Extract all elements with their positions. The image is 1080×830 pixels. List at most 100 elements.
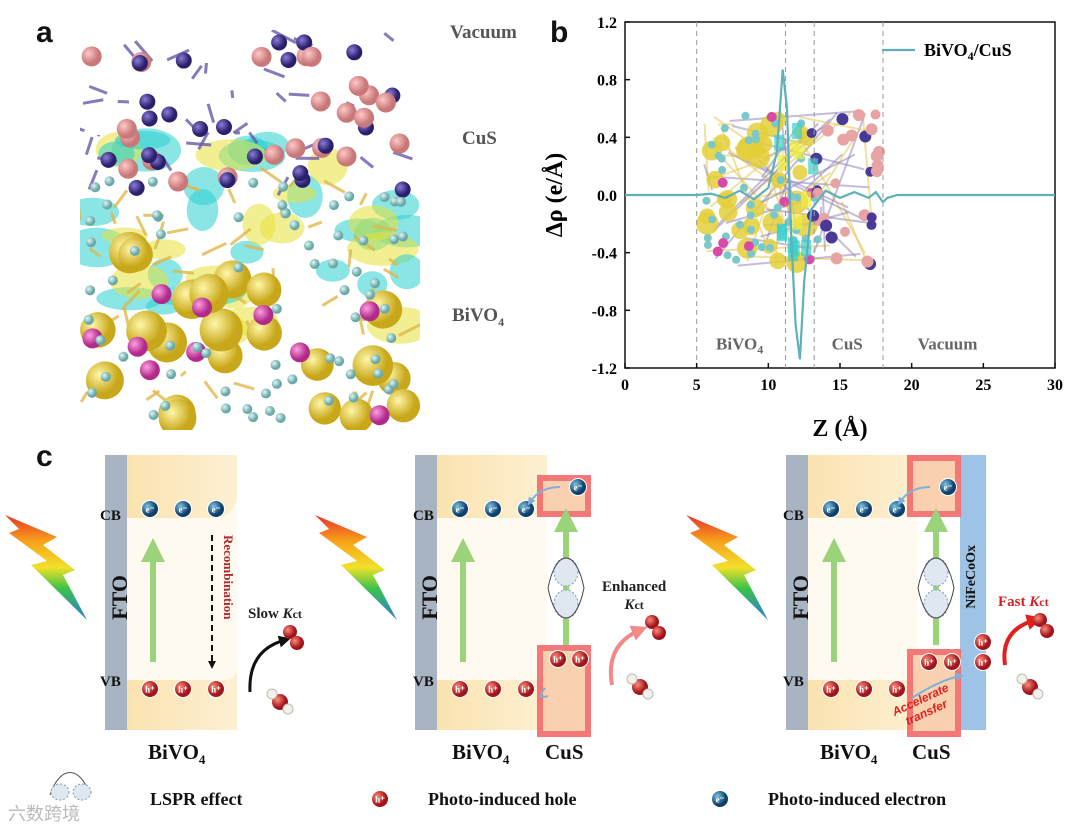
o-atom <box>370 354 381 365</box>
o-atom <box>351 266 362 277</box>
o-atom <box>160 400 171 411</box>
s-atom <box>215 118 232 135</box>
o-atom <box>358 235 369 246</box>
o-atom <box>303 240 314 251</box>
s-atom <box>280 51 297 68</box>
cu-atom <box>264 144 285 165</box>
cu-atom <box>348 75 369 96</box>
o-atom <box>220 386 231 397</box>
s-atom <box>141 147 158 164</box>
o-atom <box>793 193 802 202</box>
recombination-label: Recombination <box>221 535 236 620</box>
bond <box>248 131 259 145</box>
s-atom <box>394 181 411 198</box>
o-atom <box>278 181 289 192</box>
bond <box>112 189 129 209</box>
o-atom <box>389 234 400 245</box>
cus-atom <box>836 113 849 126</box>
bi-atom <box>769 252 787 270</box>
cus-atom <box>866 219 877 230</box>
x-axis-label: Z (Å) <box>812 416 867 442</box>
bi-atom <box>199 308 243 352</box>
o-atom <box>334 356 345 367</box>
o-atom <box>707 140 716 149</box>
bond <box>275 91 287 103</box>
material-label-bivo4-3: BiVO4 <box>820 740 878 768</box>
o-atom <box>233 262 244 273</box>
o-atom <box>813 235 822 244</box>
hole-label: h⁺ <box>211 685 221 695</box>
o-atom <box>275 412 286 423</box>
bond <box>383 32 395 42</box>
density-blob <box>777 225 788 242</box>
cu-atom <box>389 133 410 154</box>
bond <box>201 241 227 257</box>
bond <box>229 227 252 246</box>
o-atom <box>732 255 741 264</box>
hole-particle <box>451 680 469 698</box>
cu-atom <box>354 107 375 128</box>
bond <box>382 267 399 279</box>
o-atom <box>746 225 755 234</box>
o-atom <box>148 409 159 420</box>
cus-atom <box>870 109 881 120</box>
lspr-cloud <box>553 557 579 587</box>
bond <box>388 257 399 267</box>
o-atom <box>325 353 336 364</box>
oxygen-molecule <box>1033 613 1047 627</box>
bond <box>88 84 108 95</box>
material-label-bivo4-2: BiVO4 <box>452 740 510 768</box>
hole-particle <box>141 680 159 698</box>
material-label-cus-3: CuS <box>912 740 951 764</box>
s-atom <box>141 110 158 127</box>
bond <box>321 295 339 307</box>
density-blob <box>315 259 350 282</box>
o-atom <box>703 241 712 250</box>
legend-electron-text: Photo-induced electron <box>768 789 947 809</box>
fto-electrode <box>415 455 437 730</box>
bi-atom <box>352 345 394 386</box>
o-atom <box>350 312 361 323</box>
fto-electrode <box>105 455 127 730</box>
electron-particle <box>939 478 957 496</box>
hole-label: h⁺ <box>978 658 988 668</box>
o-atom <box>746 200 755 209</box>
density-blob <box>777 154 788 171</box>
v-atom <box>192 297 213 318</box>
bond <box>263 67 285 79</box>
layer-label-bivo4: BiVO4 <box>452 305 505 329</box>
slow-transfer-arrow <box>248 635 291 693</box>
electron-particle <box>855 500 873 518</box>
o-atom <box>757 243 766 252</box>
bond <box>815 135 857 199</box>
o-atom <box>765 243 774 252</box>
fto-label-3: FTO <box>788 575 813 620</box>
electron-particle <box>822 500 840 518</box>
o-atom <box>90 182 101 193</box>
hole-transfer-arrow <box>539 687 549 698</box>
hole-label: h⁺ <box>178 685 188 695</box>
lspr-cloud <box>923 557 949 587</box>
o-atom <box>328 200 339 211</box>
water-hydrogen <box>626 673 638 685</box>
fto-label-1: FTO <box>107 575 132 620</box>
bond <box>197 131 210 151</box>
hole-label: h⁺ <box>978 638 988 648</box>
bond <box>398 323 420 337</box>
bond <box>88 247 101 258</box>
electron-label: e⁻ <box>716 795 725 805</box>
lspr-wave <box>917 557 955 619</box>
o-atom <box>248 177 259 188</box>
cus-atom <box>852 109 865 122</box>
bond <box>166 227 189 235</box>
lspr-curve <box>917 557 955 619</box>
bond <box>259 166 283 184</box>
fast-kct-label: Fast Kct <box>998 594 1049 610</box>
y-tick-label: 0.8 <box>597 73 617 90</box>
hole-particle <box>174 680 192 698</box>
o-atom <box>702 196 711 205</box>
hole-label: h⁺ <box>521 685 531 695</box>
oxygen-molecule <box>283 625 297 639</box>
bond <box>179 370 187 377</box>
slow-kct-label: Slow Kct <box>248 606 302 622</box>
